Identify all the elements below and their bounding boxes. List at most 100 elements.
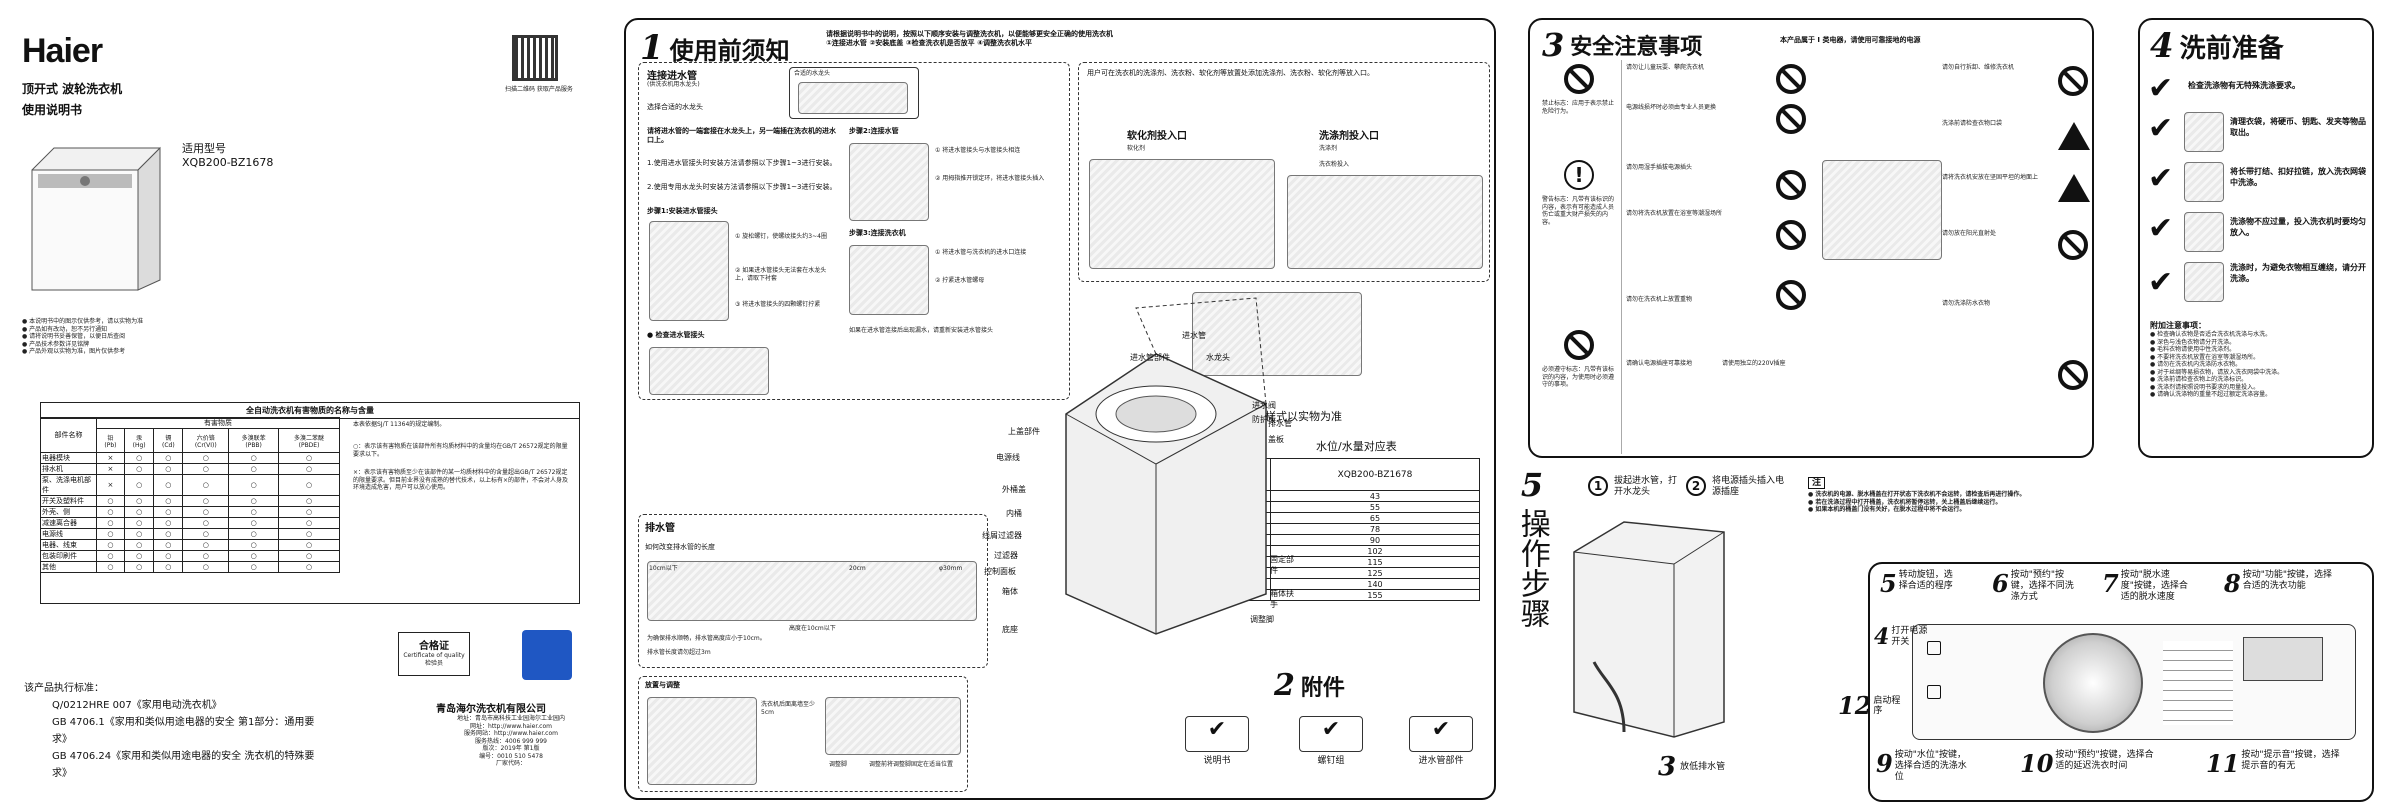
hazard-table: 部件名称 有害物质 铅 (Pb) 汞 (Hg) 镉 (Cd) 六价铬 (Cr(V… [40, 417, 340, 573]
step3-illustration [849, 245, 929, 315]
standards: 该产品执行标准： Q/0212HRE 007《家用电动洗衣机》 GB 4706.… [24, 680, 324, 782]
hazard-mark: ○ [182, 561, 230, 573]
prep-note: ● 请勿在洗衣机内洗涤防水衣物。 [2150, 361, 2242, 368]
forbid-icon [2058, 66, 2088, 96]
warning-triangle-icon [2058, 122, 2090, 150]
manual-icon: ✔ [1185, 716, 1249, 752]
op-step: 5 转动旋钮，选择合适的程序 [1880, 569, 1957, 599]
water-volume: 78 [1270, 523, 1480, 535]
safety-item: 请勿让儿童玩耍、攀爬洗衣机 [1626, 64, 1705, 71]
section-heading: 附件 [1300, 675, 1345, 701]
part-label: 底座 [1002, 625, 1018, 634]
water-volume: 55 [1270, 501, 1480, 513]
step-note: ② 用拇指推开锁定环，将进水管接头插入 [935, 175, 1045, 182]
step-text: 按动"提示音"按键，选择提示音的有无 [2241, 750, 2340, 771]
step-text: 按动"预约"按键，选择合适的延迟洗衣时间 [2055, 750, 2154, 771]
step-text: 将电源插头插入电源插座 [1712, 476, 1785, 497]
program-dial[interactable] [2043, 633, 2143, 733]
hazard-part: 电器模块 [40, 452, 97, 464]
section-wash-prep: 4 洗前准备 ✔ 检查洗涤物有无特殊洗涤要求。 ✔ 清理衣袋，将硬币、钥匙、发夹… [2138, 18, 2374, 458]
part-label: 调整脚 [1250, 615, 1274, 624]
forbid-icon [1776, 280, 1806, 310]
hazard-mark: ○ [96, 495, 125, 507]
step-number: 10 [2020, 749, 2054, 778]
hazard-part: 电源线 [40, 528, 97, 540]
hazard-mark: ○ [228, 474, 280, 496]
section-number: 1 [640, 28, 664, 68]
note-tag: 注 [1808, 477, 1826, 489]
safety-item: 洗涤前请检查衣物口袋 [1942, 120, 2003, 127]
dispenser-illustration [1192, 292, 1362, 376]
prep-note: ● 洗涤剂请按照说明书要求的用量投入。 [2150, 383, 2260, 391]
cover-note: ● 本说明书中的图示仅供参考，请以实物为准 [22, 318, 144, 325]
hazard-col: 多溴二苯醚 (PBDE) [278, 428, 340, 453]
safety-item: 电源线损坏时必须由专业人员更换 [1626, 104, 1717, 111]
level-table-title: 水位/水量对应表 [1316, 440, 1397, 453]
must-desc: 必须遵守标志：凡带有该标识的内容，为使用时必须遵守的事项。 [1542, 366, 1615, 388]
hazard-mark: ○ [228, 506, 280, 518]
hazard-col: 汞 (Hg) [123, 428, 155, 453]
safety-item: 请勿用湿手插拔电源插头 [1626, 164, 1693, 171]
step-number: 12 [1838, 691, 1872, 720]
step-number: 7 [2102, 569, 2119, 598]
hazard-mark: ○ [153, 517, 184, 529]
part-label: 箱体 [1002, 587, 1018, 596]
safety-item: 请确认电源插座可靠接地 [1626, 360, 1693, 367]
part-label: 进水管部件 [1130, 353, 1170, 362]
hazard-part-col: 部件名称 [40, 417, 97, 453]
hazard-col: 镉 (Cd) [153, 428, 184, 453]
hazard-mark: ○ [182, 528, 230, 540]
water-inlet-box: 连接进水管 (供洗衣机用水龙头) 选择合适的水龙头 合适的水龙头 请将进水管的一… [638, 62, 1070, 400]
hazard-part: 外壳、侧 [40, 506, 97, 518]
power-button[interactable] [1927, 641, 1941, 655]
forbid-icon [1564, 330, 1594, 360]
hazard-mark: ○ [278, 452, 340, 464]
faucet-box: 合适的水龙头 [789, 67, 919, 119]
drain-box: 排水管 如何改变排水管的长度 10cm以下 20cm φ30mm 高度在10cm… [638, 514, 988, 668]
hazard-note: 本表依据SJ/T 11364的规定编制。 [353, 421, 446, 428]
safety-item: 请勿洗涤防水衣物 [1942, 300, 1991, 307]
model-number: XQB200-BZ1678 [182, 156, 274, 169]
certificate: 合格证 Certificate of quality 检验员 [398, 632, 470, 676]
faucet-illustration [798, 82, 908, 114]
hazard-mark: ○ [153, 539, 184, 551]
section-heading: 使用前须知 [669, 36, 790, 65]
cover-note: ● 请将说明书妥善保管，以便日后查阅 [22, 333, 126, 340]
hose-icon: ✔ [1409, 716, 1473, 752]
product-name: 顶开式 波轮洗衣机 [22, 82, 123, 96]
check-icon: ✔ [2148, 71, 2174, 106]
detergent-sub2: 洗衣粉投入 [1319, 161, 1350, 168]
service-site: 服务网站：http://www.haier.com [464, 730, 558, 737]
part-label: 线屑过滤器 [982, 531, 1022, 540]
safety-item: 请使用独立的220V插座 [1722, 360, 1786, 367]
hazard-mark: ○ [182, 463, 230, 475]
water-volume: 90 [1270, 534, 1480, 546]
safety-items: 请勿让儿童玩耍、攀爬洗衣机 电源线损坏时必须由专业人员更换 请勿用湿手插拔电源插… [1626, 60, 1816, 454]
model-label: 适用型号 [182, 142, 226, 155]
warning-icon: ! [1564, 160, 1594, 190]
hazard-mark: ○ [228, 495, 280, 507]
water-volume: 43 [1270, 490, 1480, 502]
step-title: 步骤1:安装进水管接头 [647, 207, 718, 215]
step-number: 9 [1876, 749, 1893, 778]
hazard-mark: ○ [123, 517, 155, 529]
start-button[interactable] [1927, 685, 1941, 699]
prep-note: ● 对于丝绸等易损衣物，请放入洗衣网袋中洗涤。 [2150, 368, 2284, 376]
step-number: 2 [1686, 476, 1706, 496]
function-buttons[interactable] [2163, 641, 2233, 725]
part-label: 过滤器 [994, 551, 1018, 560]
step-text: 按动"水位"按键，选择合适的洗涤水位 [1894, 750, 1967, 782]
level-head-model: XQB200-BZ1678 [1270, 458, 1480, 491]
check-warning: 如果在进水管连接后出现漏水，请重新安装进水管接头 [849, 327, 994, 334]
hazard-mark: ○ [153, 474, 184, 496]
cover-note: ● 产品技术参数详见铭牌 [22, 340, 90, 348]
operation-title: 5 操作步骤 [1512, 466, 1552, 628]
section-number: 2 [1274, 668, 1295, 703]
drain-note: 为确保排水顺畅，排水管高度应小于10cm。 [647, 635, 766, 642]
cover-note: ● 产品如有改动，恕不另行通知 [22, 325, 108, 333]
service-badge [522, 630, 572, 680]
softener-text-block [1089, 159, 1275, 269]
forbid-icon [1776, 104, 1806, 134]
step1-illustration [649, 221, 729, 321]
warning-desc: 警告标志：凡带有该标识的内容，表示有可能造成人员伤亡或重大财产损失的内容。 [1542, 196, 1615, 226]
